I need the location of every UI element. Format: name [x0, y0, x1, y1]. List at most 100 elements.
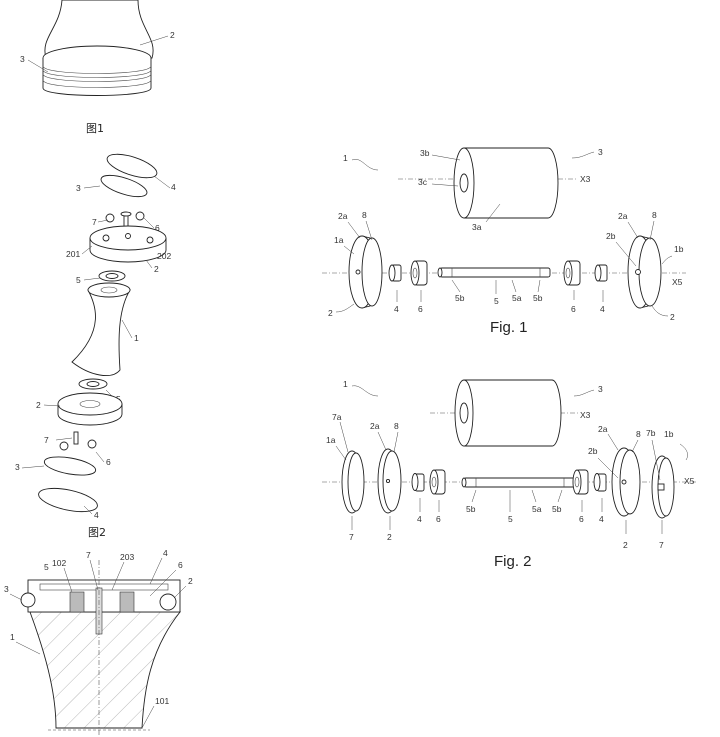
end-cap-right-2	[627, 235, 662, 309]
label-2a-right: 2a	[598, 424, 608, 434]
label-1a: 1a	[334, 235, 344, 245]
label-2-left: 2	[328, 308, 333, 318]
sleeve-3	[453, 147, 559, 219]
label-1b: 1b	[674, 244, 684, 254]
label-2: 2	[188, 576, 193, 586]
label-3-bottom: 3	[15, 462, 20, 472]
label-6-right: 6	[571, 304, 576, 314]
label-x5: X5	[684, 476, 695, 486]
label-2b: 2b	[588, 446, 598, 456]
label-2-top: 2	[154, 264, 159, 274]
label-7-left: 7	[349, 532, 354, 542]
figure-en-1: 1 3b 3 3c X3 3a 2a 8 1a 2	[322, 147, 686, 336]
label-1a: 1a	[326, 435, 336, 445]
cover-disc-bottom	[38, 487, 98, 513]
label-4-right: 4	[600, 304, 605, 314]
sleeve-3	[454, 379, 562, 447]
end-cap-right-2	[611, 447, 641, 517]
label-2b: 2b	[606, 231, 616, 241]
figure-caption: 图2	[88, 526, 106, 539]
label-2: 2	[170, 30, 175, 40]
label-7a: 7a	[332, 412, 342, 422]
label-2a-left: 2a	[338, 211, 348, 221]
label-3a: 3a	[472, 222, 482, 232]
label-8-right: 8	[636, 429, 641, 439]
figure-cn-2: 4 3 6 7 201 202 2 5 1	[15, 153, 176, 539]
label-6-right: 6	[579, 514, 584, 524]
bearing-6-right	[572, 469, 589, 495]
label-x5: X5	[672, 277, 683, 287]
label-6-left: 6	[436, 514, 441, 524]
label-4-bottom: 4	[94, 510, 99, 520]
label-203: 203	[120, 552, 134, 562]
label-1: 1	[134, 333, 139, 343]
cover-7-right	[651, 455, 675, 519]
label-7-bottom: 7	[44, 435, 49, 445]
label-2a-left: 2a	[370, 421, 380, 431]
bearing-4-left	[411, 473, 425, 492]
end-cap-left-2	[377, 448, 402, 514]
section-view-cn: 102 7 203 4 5 6 3 2 1 101	[4, 548, 193, 736]
label-2-right: 2	[623, 540, 628, 550]
bearing-6-right	[563, 260, 581, 286]
label-2-left: 2	[387, 532, 392, 542]
label-1b: 1b	[664, 429, 674, 439]
shaft-5	[461, 477, 577, 488]
bearing-6-left	[429, 469, 446, 495]
bearing-4-left	[388, 264, 402, 282]
label-5: 5	[44, 562, 49, 572]
label-6-bottom: 6	[106, 457, 111, 467]
cover-disc-top	[106, 153, 158, 179]
label-x3: X3	[580, 410, 591, 420]
label-3: 3	[598, 384, 603, 394]
label-3-top: 3	[76, 183, 81, 193]
label-3: 3	[4, 584, 9, 594]
label-5-top: 5	[76, 275, 81, 285]
bearing-4-right	[593, 473, 607, 492]
label-4-top: 4	[171, 182, 176, 192]
label-4-left: 4	[394, 304, 399, 314]
label-3: 3	[20, 54, 25, 64]
label-4-right: 4	[599, 514, 604, 524]
label-1: 1	[343, 379, 348, 389]
label-7-top: 7	[92, 217, 97, 227]
bearing-6-left	[410, 260, 428, 286]
label-2a-right: 2a	[618, 211, 628, 221]
label-5b-right: 5b	[552, 504, 562, 514]
label-4-left: 4	[417, 514, 422, 524]
label-8-left: 8	[362, 210, 367, 220]
cap-plate-top	[89, 225, 167, 263]
label-101: 101	[155, 696, 169, 706]
roller-section-body	[29, 611, 181, 729]
label-102: 102	[52, 558, 66, 568]
label-2-bottom: 2	[36, 400, 41, 410]
end-cap-left-2	[348, 235, 383, 309]
ring-top	[100, 174, 148, 198]
label-5: 5	[508, 514, 513, 524]
ring-bottom	[43, 456, 97, 476]
label-7b: 7b	[646, 428, 656, 438]
label-6: 6	[178, 560, 183, 570]
label-5b-left: 5b	[466, 504, 476, 514]
label-6-top: 6	[155, 223, 160, 233]
label-3c: 3c	[418, 177, 428, 187]
roller-body	[71, 282, 131, 377]
label-202: 202	[157, 251, 171, 261]
label-5: 5	[494, 296, 499, 306]
label-5b-left: 5b	[455, 293, 465, 303]
figure-caption: 图1	[86, 122, 104, 135]
label-2-right: 2	[670, 312, 675, 322]
label-3: 3	[598, 147, 603, 157]
label-7: 7	[86, 550, 91, 560]
label-4: 4	[163, 548, 168, 558]
figure-caption: Fig. 1	[490, 319, 528, 336]
label-5a: 5a	[532, 504, 542, 514]
label-6-left: 6	[418, 304, 423, 314]
cover-7-left	[341, 450, 365, 514]
label-1: 1	[10, 632, 15, 642]
label-201: 201	[66, 249, 80, 259]
figure-en-2: 1 3 X3 7a 1a 7 2a 8 2	[322, 379, 696, 570]
cap-plate-bottom	[57, 392, 123, 426]
label-5a: 5a	[512, 293, 522, 303]
